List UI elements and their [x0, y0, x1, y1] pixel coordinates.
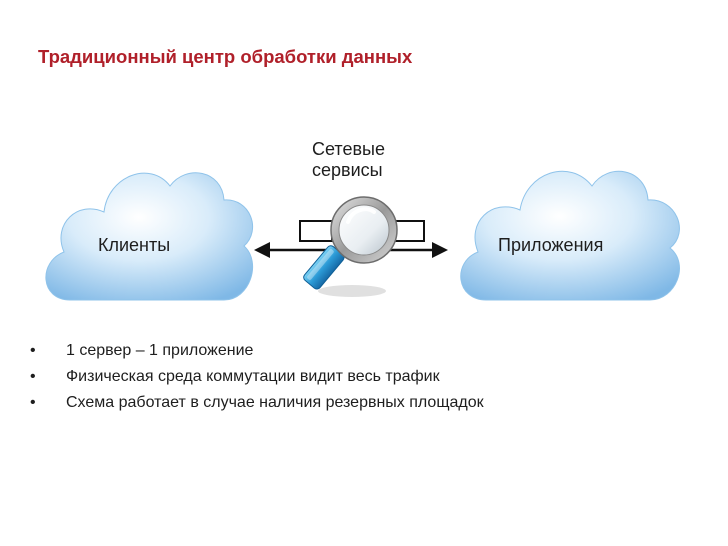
cloud-icon — [460, 170, 680, 301]
list-item: • Физическая среда коммутации видит весь … — [30, 364, 484, 390]
bullet-text: Физическая среда коммутации видит весь т… — [66, 368, 440, 385]
bullet-icon: • — [30, 368, 36, 385]
bullet-icon: • — [30, 394, 36, 411]
magnifier-icon — [303, 196, 398, 297]
bullet-list: • 1 сервер – 1 приложение • Физическая сре… — [30, 338, 484, 416]
slide-title: Традиционный центр обработки данных — [38, 46, 413, 67]
clients-label: Клиенты — [98, 235, 171, 255]
applications-label: Приложения — [498, 235, 604, 255]
network-services-line2: сервисы — [312, 160, 383, 180]
bullet-icon: • — [30, 342, 36, 359]
bullet-text: Схема работает в случае наличия резервны… — [66, 394, 484, 411]
network-services-label: Сетевые сервисы — [312, 139, 385, 181]
packet-box — [299, 220, 333, 242]
list-item: • 1 сервер – 1 приложение — [30, 338, 484, 364]
list-item: • Схема работает в случае наличия резервн… — [30, 390, 484, 416]
cloud-icon — [45, 172, 254, 301]
network-services-line1: Сетевые — [312, 139, 385, 159]
bullet-text: 1 сервер – 1 приложение — [66, 342, 254, 359]
